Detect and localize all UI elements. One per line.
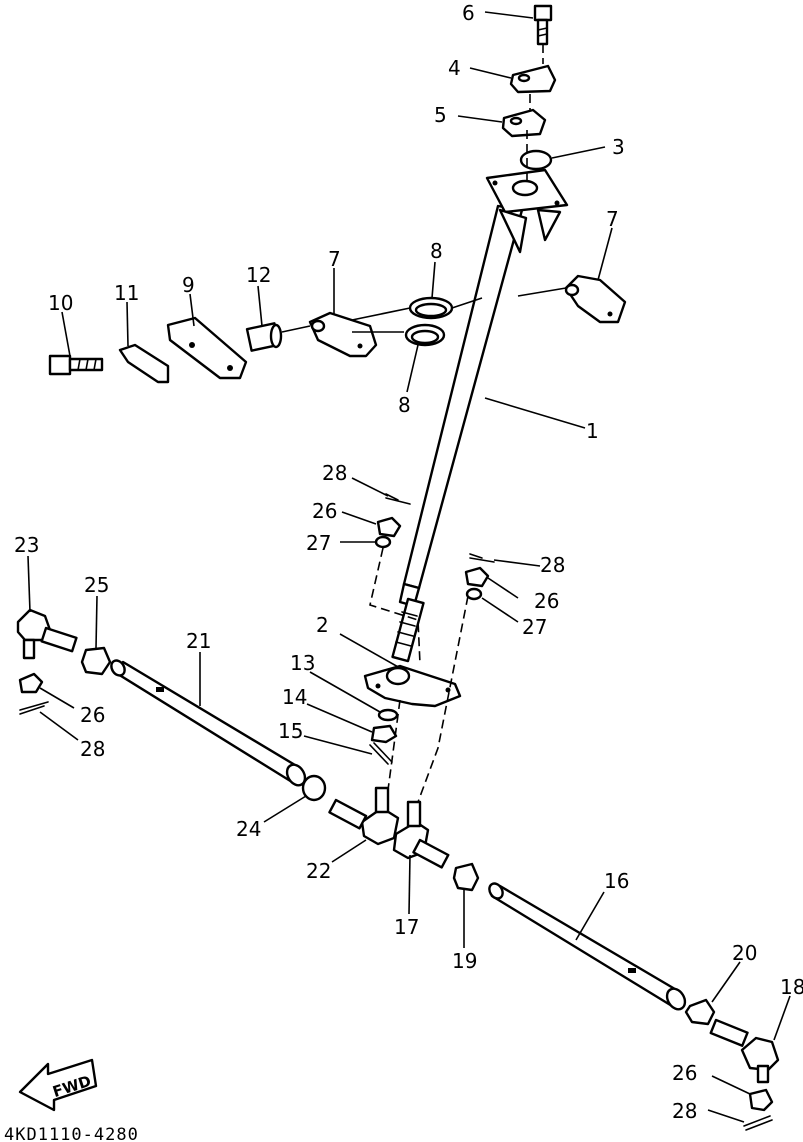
- nut-24[interactable]: [301, 774, 327, 802]
- callout-20: 20: [732, 941, 757, 965]
- callout-17: 17: [394, 915, 419, 939]
- plate-9[interactable]: [166, 316, 248, 380]
- callout-26-right-lower: 26: [672, 1061, 697, 1085]
- callout-8-lower: 8: [398, 393, 411, 417]
- callout-5: 5: [434, 103, 447, 127]
- ring-8-lower[interactable]: [404, 323, 446, 347]
- cotter-pin-15[interactable]: [369, 742, 393, 765]
- tie-rod-16[interactable]: [487, 881, 689, 1013]
- callout-19: 19: [452, 949, 477, 973]
- callout-9: 9: [182, 273, 195, 297]
- callout-7-left: 7: [328, 247, 341, 271]
- callout-1: 1: [586, 419, 599, 443]
- callout-23: 23: [14, 533, 39, 557]
- callout-6: 6: [462, 1, 475, 25]
- callout-28-right-lower: 28: [672, 1099, 697, 1123]
- callout-28-left: 28: [80, 737, 105, 761]
- callout-22: 22: [306, 859, 331, 883]
- callout-18: 18: [780, 975, 803, 999]
- nut-26-right[interactable]: [464, 566, 490, 588]
- ball-joint-17[interactable]: [392, 800, 450, 869]
- callout-15: 15: [278, 719, 303, 743]
- callout-10: 10: [48, 291, 73, 315]
- washer-13[interactable]: [377, 708, 399, 722]
- callout-3: 3: [612, 135, 625, 159]
- bushing-holder-7-left[interactable]: [308, 311, 378, 358]
- bushing-holder-7-right[interactable]: [564, 274, 627, 324]
- steering-column[interactable]: [391, 168, 569, 663]
- nut-26-left[interactable]: [18, 672, 44, 694]
- callout-21: 21: [186, 629, 211, 653]
- callout-27-right: 27: [522, 615, 547, 639]
- nut-20[interactable]: [684, 998, 716, 1026]
- callout-12: 12: [246, 263, 271, 287]
- cotter-pin-28-right[interactable]: [469, 553, 495, 563]
- washer-27-right[interactable]: [465, 587, 483, 601]
- tie-rod-end-18[interactable]: [709, 1018, 780, 1084]
- clamp-4[interactable]: [509, 64, 557, 94]
- pitman-arm[interactable]: [363, 664, 462, 708]
- bushing-7-left-hole: [310, 319, 326, 333]
- bushing-7-right-hole: [564, 283, 580, 297]
- callout-2: 2: [316, 613, 329, 637]
- clamp-4-hole: [517, 73, 531, 83]
- clamp-5-hole: [509, 116, 523, 126]
- nut-25[interactable]: [80, 646, 112, 676]
- callout-26-right: 26: [534, 589, 559, 613]
- bolt-6[interactable]: [533, 4, 553, 46]
- callout-26-center: 26: [312, 499, 337, 523]
- diagram-code: 4KD1110-4280: [4, 1125, 139, 1142]
- nut-14[interactable]: [370, 724, 398, 744]
- callout-26-left: 26: [80, 703, 105, 727]
- callout-27-center: 27: [306, 531, 331, 555]
- bolt-10[interactable]: [48, 354, 104, 376]
- washer-27-center[interactable]: [374, 535, 392, 549]
- callout-13: 13: [290, 651, 315, 675]
- fwd-arrow-icon: FWD: [18, 1058, 98, 1112]
- lock-washer-11[interactable]: [118, 343, 170, 384]
- assembly-lines: [281, 44, 567, 803]
- nut-26-center[interactable]: [376, 516, 402, 538]
- nut-19[interactable]: [452, 862, 480, 892]
- tie-rod-end-23[interactable]: [16, 608, 78, 660]
- cotter-pin-28-center[interactable]: [385, 493, 411, 505]
- nut-26-right-lower[interactable]: [748, 1088, 774, 1112]
- callout-4: 4: [448, 56, 461, 80]
- callout-numbers: 1 2 3 4 5 6 7 7 8 8 9 10 11 12 13 14 15 …: [14, 1, 803, 1123]
- tie-rod-21[interactable]: [109, 658, 309, 789]
- callout-11: 11: [114, 281, 139, 305]
- ball-joint-22[interactable]: [328, 786, 400, 846]
- callout-25: 25: [84, 573, 109, 597]
- cotter-pin-28-left[interactable]: [19, 701, 49, 715]
- callout-28-right: 28: [540, 553, 565, 577]
- collar-12[interactable]: [245, 322, 283, 352]
- callout-8-upper: 8: [430, 239, 443, 263]
- callout-14: 14: [282, 685, 307, 709]
- callout-leaders: [27, 11, 791, 1123]
- cotter-pin-28-right-lower[interactable]: [743, 1115, 773, 1131]
- callout-24: 24: [236, 817, 261, 841]
- callout-28-center: 28: [322, 461, 347, 485]
- callout-7-right: 7: [606, 207, 619, 231]
- callout-16: 16: [604, 869, 629, 893]
- cap-3[interactable]: [519, 149, 553, 171]
- clamp-5[interactable]: [501, 108, 547, 138]
